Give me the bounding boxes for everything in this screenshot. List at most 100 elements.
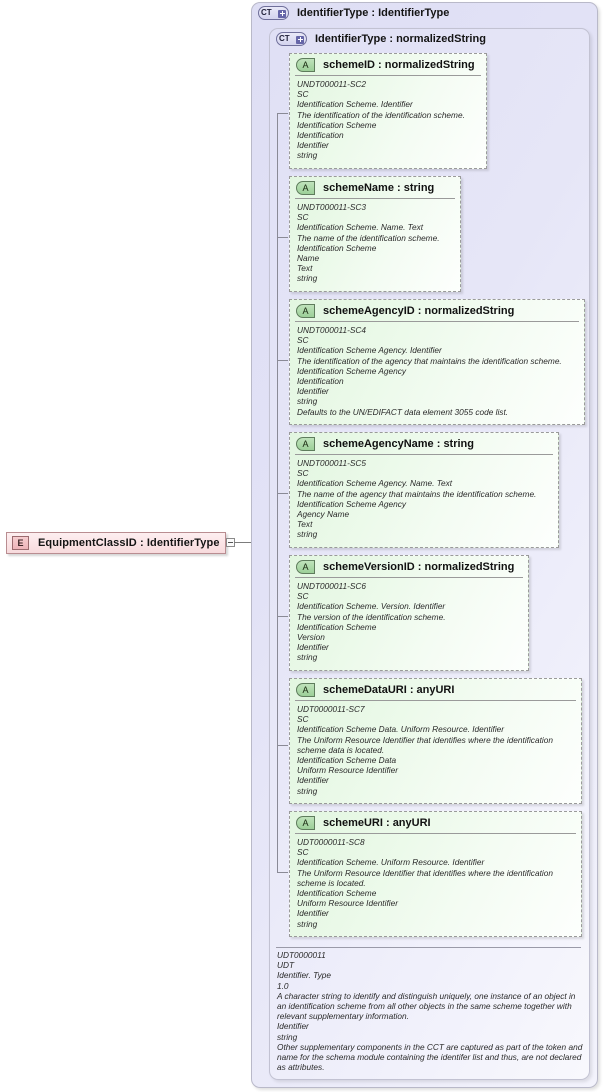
tree-branch xyxy=(277,237,288,238)
doc-line: Other supplementary components in the CC… xyxy=(277,1041,583,1073)
doc-line: string xyxy=(277,1031,298,1042)
doc-line: Identification Scheme Agency. Identifier xyxy=(297,345,442,356)
doc-line: Defaults to the UN/EDIFACT data element … xyxy=(297,406,509,417)
element-label: EquipmentClassID : IdentifierType xyxy=(38,537,220,549)
attribute-header: A schemeURI : anyURI xyxy=(290,812,581,833)
attribute-icon: A xyxy=(296,180,315,195)
attribute-title: schemeID : normalizedString xyxy=(323,58,475,71)
divider xyxy=(295,75,481,76)
doc-line: The version of the identification scheme… xyxy=(297,611,446,622)
divider xyxy=(295,198,455,199)
attribute-icon: A xyxy=(296,436,315,451)
doc-line: SC xyxy=(297,335,309,346)
doc-line: Identification Scheme Agency. Name. Text xyxy=(297,478,453,489)
attribute-box[interactable]: A schemeVersionID : normalizedString UND… xyxy=(289,555,529,671)
doc-line: Identification Scheme xyxy=(297,621,377,632)
plus-icon xyxy=(296,35,304,44)
attribute-documentation: UNDT000011-SC3 SC Identification Scheme.… xyxy=(290,199,460,288)
attribute-documentation: UNDT000011-SC4 SC Identification Scheme … xyxy=(290,322,584,421)
doc-line: UNDT000011-SC3 xyxy=(297,202,367,212)
doc-line: Identification xyxy=(297,376,344,387)
attribute-box[interactable]: A schemeID : normalizedString UNDT000011… xyxy=(289,53,487,169)
divider xyxy=(295,454,553,455)
doc-line: Identifier xyxy=(297,908,329,919)
element-equipmentclassid[interactable]: E EquipmentClassID : IdentifierType xyxy=(6,532,226,554)
doc-line: SC xyxy=(297,591,309,602)
complextype-header-inner[interactable]: CT IdentifierType : normalizedString xyxy=(276,32,486,46)
doc-line: SC xyxy=(297,714,309,725)
doc-line: Version xyxy=(297,632,325,643)
tree-branch xyxy=(277,616,288,617)
doc-line: SC xyxy=(297,212,309,223)
doc-line: The identification of the identification… xyxy=(297,109,465,120)
doc-line: UDT xyxy=(277,960,295,971)
doc-line: Identifier xyxy=(297,775,329,786)
doc-line: Identifier xyxy=(297,642,329,653)
doc-line: UDT0000011 xyxy=(277,950,326,960)
tree-branch xyxy=(277,872,288,873)
complextype-header-outer[interactable]: CT IdentifierType : IdentifierType xyxy=(258,6,449,20)
doc-line: The name of the identification scheme. xyxy=(297,232,440,243)
complextype-icon: CT xyxy=(258,6,289,20)
doc-line: UNDT000011-SC2 xyxy=(297,79,367,89)
plus-icon xyxy=(278,9,286,18)
doc-line: The Uniform Resource Identifier that ide… xyxy=(297,734,553,755)
attribute-icon: A xyxy=(296,559,315,574)
attribute-header: A schemeAgencyID : normalizedString xyxy=(290,300,584,321)
doc-line: 1.0 xyxy=(277,980,289,991)
attribute-title: schemeAgencyID : normalizedString xyxy=(323,304,515,317)
doc-line: string xyxy=(297,652,318,663)
complextype-title-inner: IdentifierType : normalizedString xyxy=(315,33,486,45)
doc-line: UNDT000011-SC5 xyxy=(297,458,367,468)
doc-line: SC xyxy=(297,468,309,479)
doc-line: string xyxy=(297,529,318,540)
doc-line: A character string to identify and disti… xyxy=(277,990,576,1022)
complextype-title-outer: IdentifierType : IdentifierType xyxy=(297,7,450,19)
tree-branch xyxy=(277,360,288,361)
attribute-documentation: UNDT000011-SC6 SC Identification Scheme.… xyxy=(290,578,528,667)
doc-line: SC xyxy=(297,847,309,858)
doc-line: The name of the agency that maintains th… xyxy=(297,488,537,499)
attribute-box[interactable]: A schemeAgencyID : normalizedString UNDT… xyxy=(289,299,585,425)
attribute-icon: A xyxy=(296,57,315,72)
doc-line: UDT0000011-SC7 xyxy=(297,704,365,714)
attribute-header: A schemeVersionID : normalizedString xyxy=(290,556,528,577)
doc-line: UNDT000011-SC6 xyxy=(297,581,367,591)
tree-branch xyxy=(277,113,288,114)
attribute-header: A schemeDataURI : anyURI xyxy=(290,679,581,700)
doc-line: The identification of the agency that ma… xyxy=(297,355,562,366)
doc-line: SC xyxy=(297,89,309,100)
doc-line: Identifier xyxy=(297,386,329,397)
attribute-box[interactable]: A schemeURI : anyURI UDT0000011-SC8 SC I… xyxy=(289,811,582,937)
element-icon: E xyxy=(12,536,29,550)
doc-line: Identification Scheme Data xyxy=(297,755,397,766)
type-documentation: UDT0000011 UDT Identifier. Type 1.0 A ch… xyxy=(277,950,583,1072)
attribute-box[interactable]: A schemeDataURI : anyURI UDT0000011-SC7 … xyxy=(289,678,582,804)
attribute-documentation: UNDT000011-SC2 SC Identification Scheme.… xyxy=(290,76,486,165)
divider xyxy=(295,577,523,578)
doc-line: Text xyxy=(297,519,313,530)
doc-line: UDT0000011-SC8 xyxy=(297,837,365,847)
doc-line: Identification Scheme. Version. Identifi… xyxy=(297,601,446,612)
attribute-icon: A xyxy=(296,815,315,830)
doc-line: The Uniform Resource Identifier that ide… xyxy=(297,867,553,888)
doc-line: Identification Scheme xyxy=(297,119,377,130)
doc-line: Identification Scheme Agency xyxy=(297,498,406,509)
doc-line: string xyxy=(297,396,318,407)
divider xyxy=(276,947,581,948)
divider xyxy=(295,321,579,322)
complextype-icon-text: CT xyxy=(279,34,290,43)
doc-line: Identification Scheme. Identifier xyxy=(297,99,413,110)
attribute-title: schemeDataURI : anyURI xyxy=(323,683,455,696)
doc-line: string xyxy=(297,918,318,929)
doc-line: UNDT000011-SC4 xyxy=(297,325,367,335)
attribute-box[interactable]: A schemeAgencyName : string UNDT000011-S… xyxy=(289,432,559,548)
doc-line: string xyxy=(297,785,318,796)
attribute-header: A schemeID : normalizedString xyxy=(290,54,486,75)
doc-line: Identification Scheme xyxy=(297,242,377,253)
attribute-header: A schemeAgencyName : string xyxy=(290,433,558,454)
doc-line: Uniform Resource Identifier xyxy=(297,898,398,909)
attribute-box[interactable]: A schemeName : string UNDT000011-SC3 SC … xyxy=(289,176,461,292)
doc-line: Identifier xyxy=(277,1021,309,1032)
tree-branch xyxy=(277,745,288,746)
